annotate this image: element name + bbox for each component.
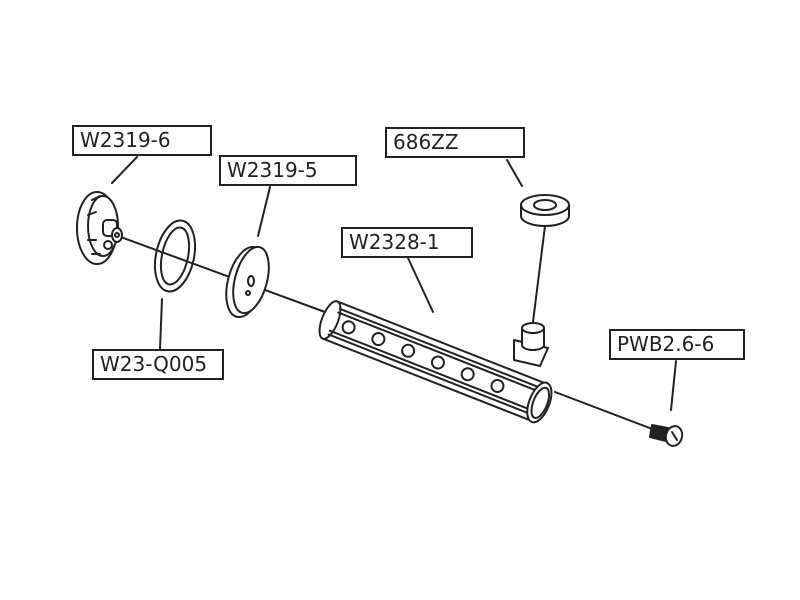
part-label-w2319-6: W2319-6: [72, 125, 212, 156]
leader-pwb2-6-6: [670, 360, 677, 411]
part-label-w2319-5: W2319-5: [219, 155, 357, 186]
leader-w2328-1: [407, 257, 434, 313]
part-w2319-5-washer: [225, 245, 270, 319]
part-w23-q005-o-ring: [153, 219, 197, 293]
assembly-axis-line-2: [554, 391, 656, 431]
part-pwb2-6-6-screw: [649, 424, 684, 447]
part-686zz-bearing: [520, 194, 570, 227]
part-w2328-1-tube: [318, 300, 553, 424]
leader-w23-q005: [159, 298, 163, 350]
part-label-w23-q005: W23-Q005: [92, 349, 224, 380]
assembly-axis-line: [117, 235, 326, 313]
part-label-pwb2-6-6: PWB2.6-6: [609, 329, 745, 360]
part-label-w2328-1: W2328-1: [341, 227, 473, 258]
part-w2319-6-end-cap: [76, 191, 123, 265]
bearing-axis-line: [532, 225, 546, 323]
part-label-686zz: 686ZZ: [385, 127, 525, 158]
leader-w2319-6: [111, 156, 138, 184]
leader-686zz: [506, 159, 523, 187]
tube-bearing-boss: [513, 322, 549, 367]
leader-w2319-5: [257, 186, 271, 237]
